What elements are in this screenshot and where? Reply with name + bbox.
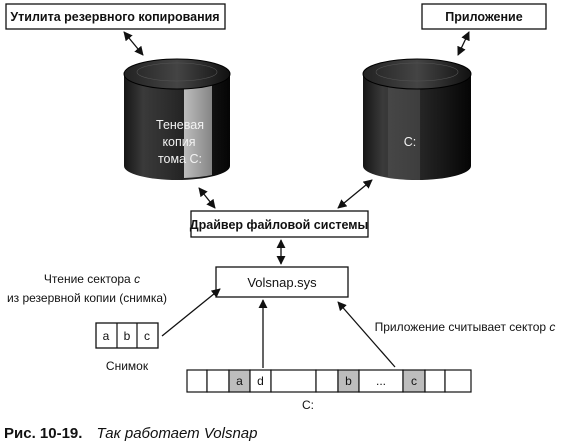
shadow-copy-cylinder: Теневая копия тома C: [123,58,231,180]
read-backup-line1-prefix: Чтение сектора [44,272,134,286]
arrow-shadow-to-driver [198,187,216,209]
disk-sector [424,369,446,393]
volsnap-box: Volsnap.sys [215,266,349,298]
disk-sector-label: d [257,374,264,388]
arrow-disk-c-to-volsnap [337,301,396,368]
snapshot-cell-c: c [144,329,150,343]
figure-title: Так работает Volsnap [96,425,257,442]
svg-text:Чтение сектора c: Чтение сектора c [44,272,140,286]
disk-sector-label: c [411,374,417,388]
read-backup-label: Чтение сектора c из резервной копии (сни… [7,272,167,305]
disk-sector-label: a [236,374,243,388]
app-reads-var: c [549,320,555,334]
disk-sector [315,369,339,393]
app-reads-prefix: Приложение считывает сектор [375,320,550,334]
shadow-copy-label-line2: копия [162,135,195,149]
shadow-copy-label-line1: Теневая [156,118,204,132]
arrow-volume-to-driver [337,179,373,209]
arrow-app-to-volume [457,31,470,56]
snapshot-cell-a: a [103,329,110,343]
disk-sector-label: ... [376,374,386,388]
shadow-copy-label-line3: тома C: [158,152,202,166]
read-backup-line1-var: c [134,272,140,286]
volsnap-label: Volsnap.sys [247,275,317,290]
disk-sector-label: b [345,374,352,388]
snapshot-cell-b: b [124,329,131,343]
figure-caption: Рис. 10-19. Так работает Volsnap [4,425,257,442]
backup-utility-label: Утилита резервного копирования [10,10,219,24]
app-reads-label: Приложение считывает сектор c [375,320,556,334]
volume-c-label: C: [404,135,417,149]
backup-utility-box: Утилита резервного копирования [5,3,226,30]
fs-driver-box: Драйвер файловой системы [190,210,369,238]
read-backup-line2: из резервной копии (снимка) [7,291,167,305]
arrow-backup-to-shadow [123,31,144,56]
volume-c-cylinder: C: [362,58,472,181]
snapshot-cells: a b c [95,322,159,349]
disk-sector [206,369,230,393]
fs-driver-label: Драйвер файловой системы [190,218,368,232]
figure-number: Рис. 10-19. [4,425,82,442]
disk-sector [186,369,208,393]
application-label: Приложение [445,10,522,24]
arrow-snapshot-to-volsnap [161,288,221,337]
disk-sector [270,369,317,393]
disk-caption: C: [302,398,314,412]
application-box: Приложение [421,3,547,30]
disk-sector [444,369,472,393]
snapshot-caption: Снимок [106,359,149,373]
